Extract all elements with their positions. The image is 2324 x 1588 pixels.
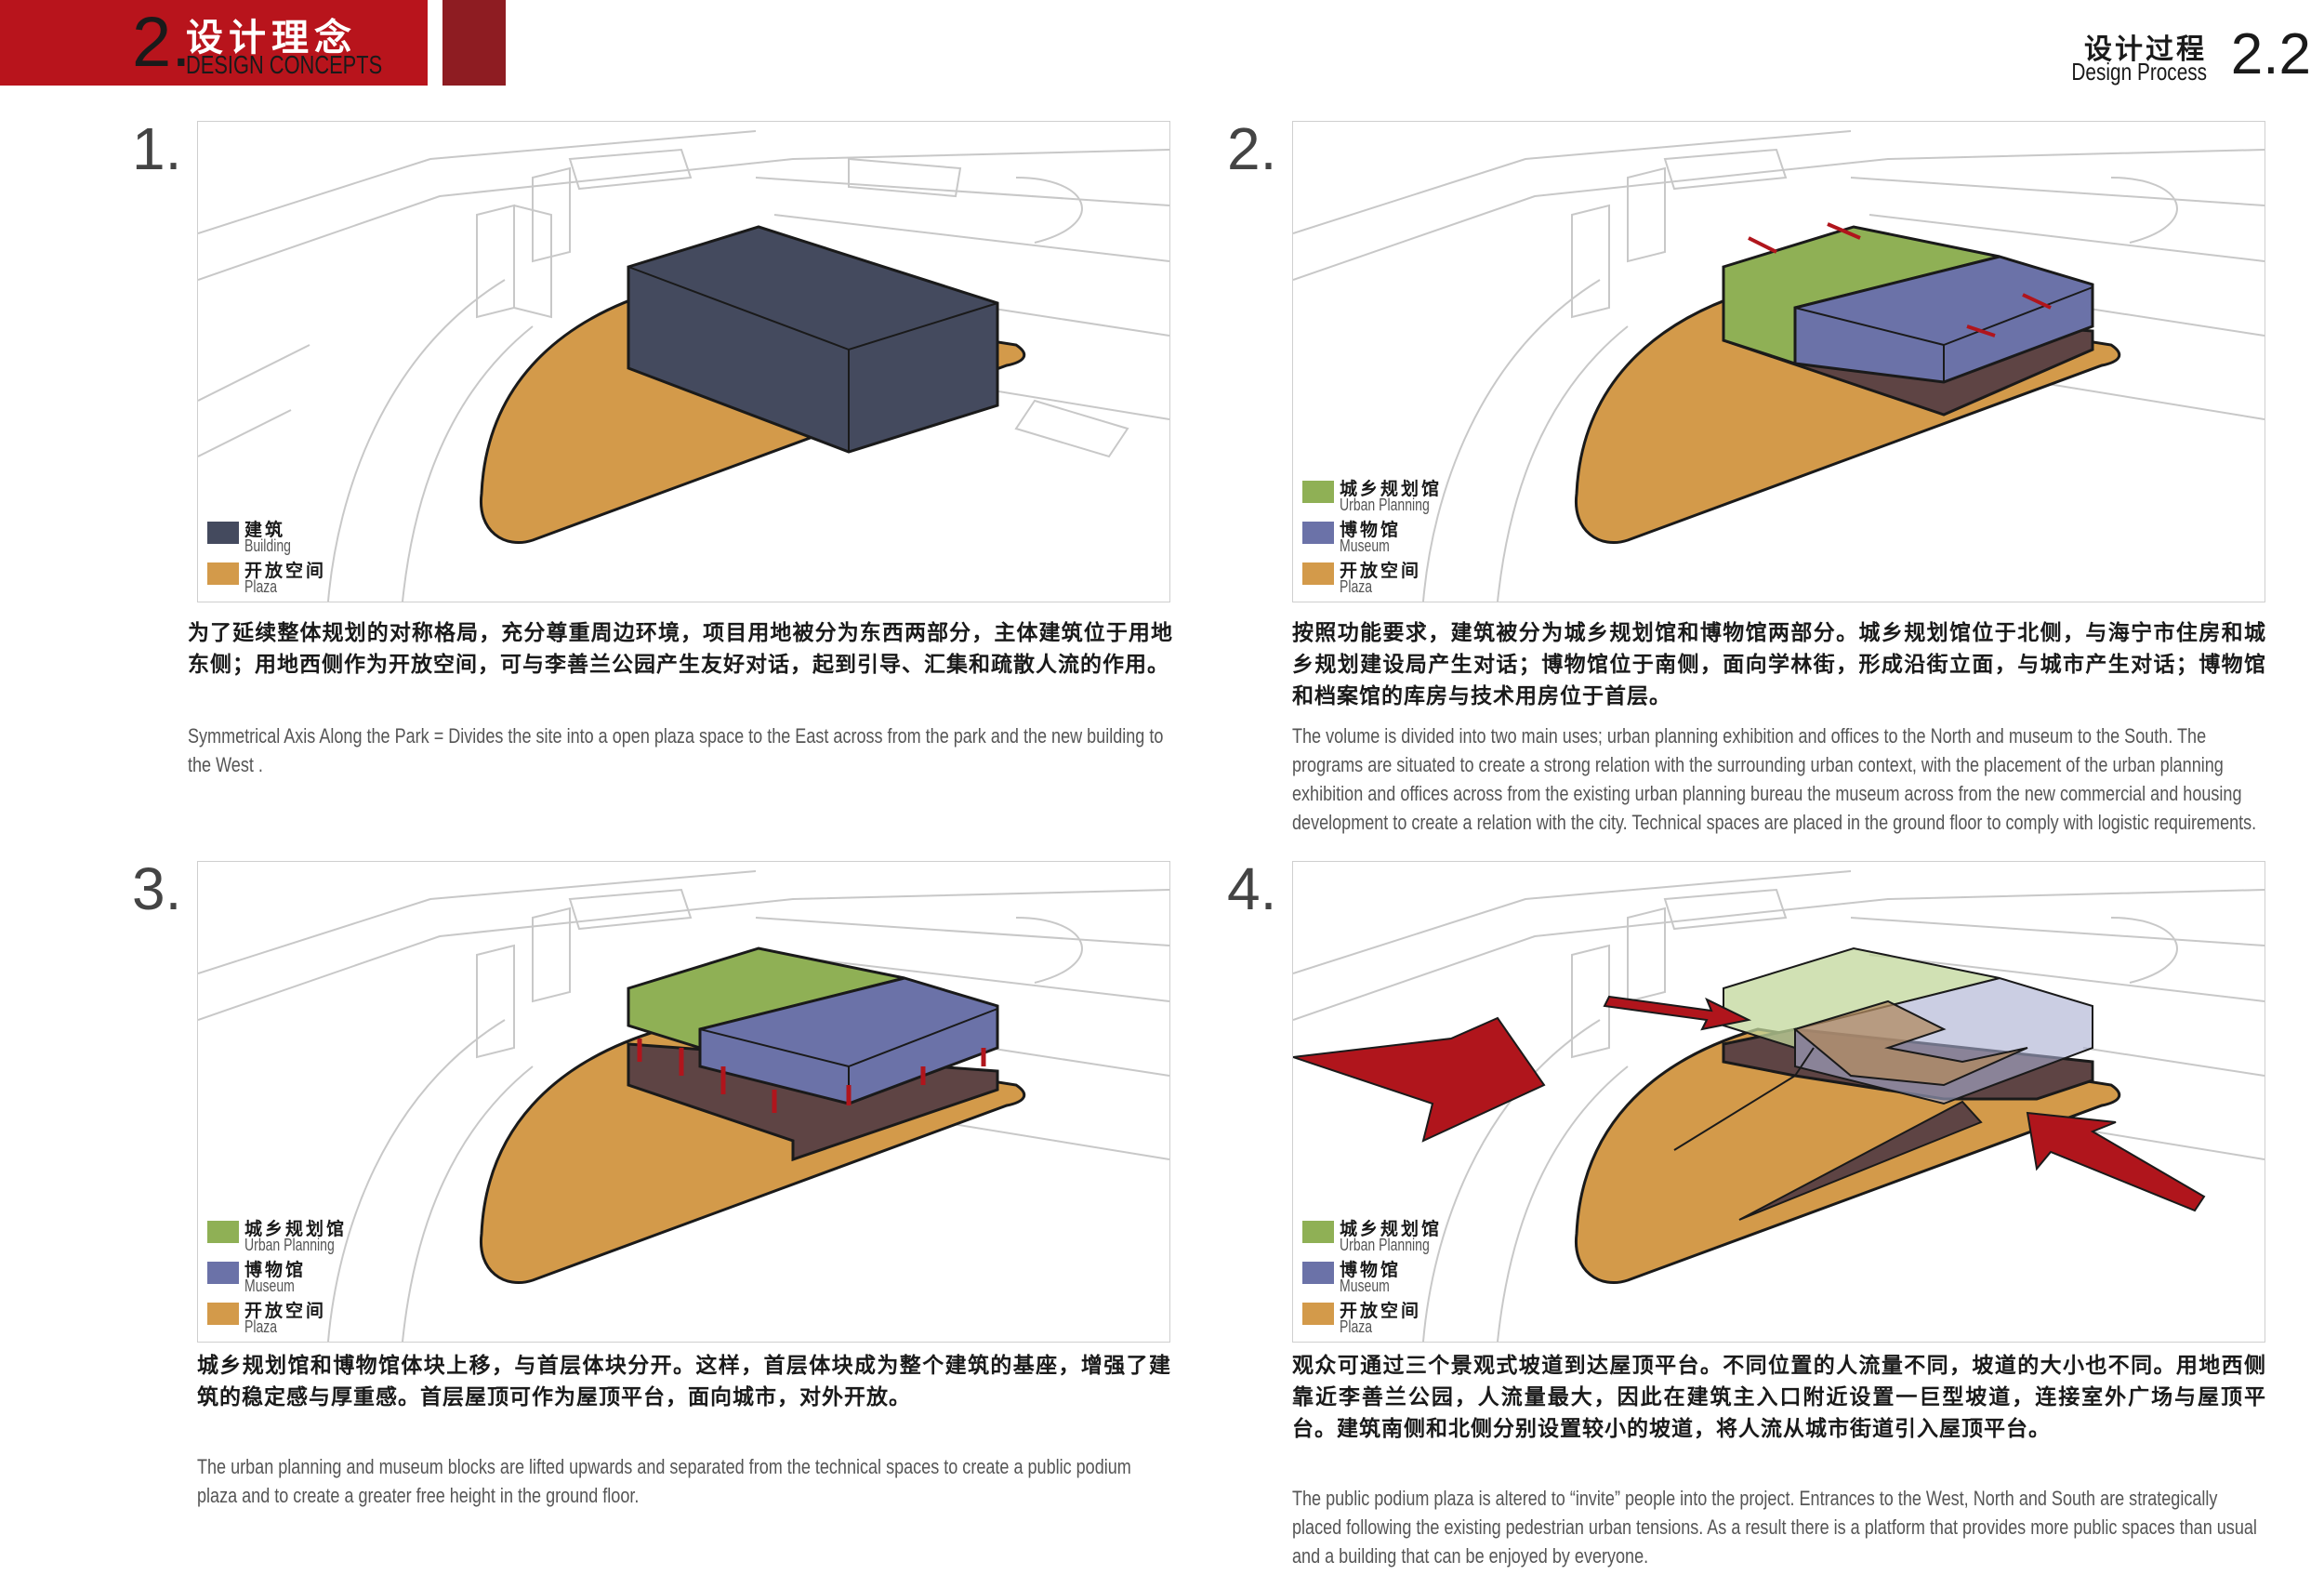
direction-arrows bbox=[1748, 222, 2052, 337]
process-title-cn: 设计过程 bbox=[2084, 33, 2207, 66]
legend-swatch bbox=[1302, 562, 1334, 585]
building-volume bbox=[627, 225, 999, 454]
panel-1-text-cn: 为了延续整体规划的对称格局，充分尊重周边环境，项目用地被分为东西两部分，主体建筑… bbox=[188, 621, 1173, 677]
legend-label-en: Museum bbox=[244, 1277, 295, 1295]
legend-label-cn: 城乡规划馆 bbox=[1340, 1219, 1443, 1239]
legend-swatch bbox=[1302, 481, 1334, 503]
header-bar bbox=[0, 0, 428, 86]
legend-swatch bbox=[1302, 1303, 1334, 1325]
arrow-south bbox=[2026, 1111, 2206, 1212]
legend-label-en: Museum bbox=[1340, 536, 1390, 555]
legend-label-en: Plaza bbox=[244, 577, 278, 596]
process-title-en: Design Process bbox=[2071, 58, 2207, 86]
panel-2-diagram: 城乡规划馆 Urban Planning 博物馆 Museum 开放空间 Pla… bbox=[1292, 121, 2265, 602]
arrow-north bbox=[1603, 995, 1752, 1031]
legend-swatch bbox=[1302, 1262, 1334, 1284]
panel-3-text-cn: 城乡规划馆和博物馆体块上移，与首层体块分开。这样，首层体块成为整个建筑的基座，增… bbox=[197, 1354, 1171, 1409]
section-number: 2. bbox=[132, 3, 191, 82]
legend-swatch bbox=[1302, 1221, 1334, 1243]
arrow-west bbox=[1293, 1016, 1546, 1143]
panel-4-diagram: 城乡规划馆 Urban Planning 博物馆 Museum 开放空间 Pla… bbox=[1292, 861, 2265, 1343]
legend-label-en: Plaza bbox=[1340, 577, 1373, 596]
museum-volume bbox=[1793, 255, 2094, 384]
legend-label-en: Building bbox=[244, 536, 291, 555]
legend-swatch bbox=[207, 562, 239, 585]
legend-label-en: Urban Planning bbox=[1340, 1236, 1430, 1254]
legend-swatch bbox=[1302, 522, 1334, 544]
panel-1-diagram: 建筑 Building 开放空间 Plaza bbox=[197, 121, 1170, 602]
panel-3-number: 3. bbox=[132, 855, 182, 922]
panel-4-svg bbox=[1293, 870, 2265, 1342]
lift-arrows bbox=[637, 1039, 986, 1113]
panel-4-text-cn: 观众可通过三个景观式坡道到达屋顶平台。不同位置的人流量不同，坡道的大小也不同。用… bbox=[1292, 1354, 2266, 1441]
legend-label-cn: 建筑 bbox=[244, 520, 286, 540]
legend-label-cn: 开放空间 bbox=[1340, 561, 1422, 581]
context-map bbox=[198, 870, 1169, 1342]
context-map bbox=[1293, 130, 2265, 602]
rooftop-platform bbox=[1792, 999, 2028, 1087]
process-number: 2.2 bbox=[2230, 22, 2311, 86]
legend-swatch bbox=[207, 522, 239, 544]
panel-3-diagram: 城乡规划馆 Urban Planning 博物馆 Museum 开放空间 Pla… bbox=[197, 861, 1170, 1343]
context-map bbox=[198, 130, 1169, 602]
panel-2-svg bbox=[1293, 130, 2265, 602]
legend-label-cn: 博物馆 bbox=[1340, 1260, 1402, 1280]
panel-4-text-en: The public podium plaza is altered to “i… bbox=[1292, 1487, 2257, 1568]
panel-2-text-en: The volume is divided into two main uses… bbox=[1292, 724, 2257, 834]
panel-3-svg bbox=[198, 870, 1169, 1342]
legend-label-en: Urban Planning bbox=[244, 1236, 335, 1254]
legend-label-cn: 城乡规划馆 bbox=[1340, 479, 1443, 499]
legend-swatch bbox=[207, 1262, 239, 1284]
legend-label-en: Plaza bbox=[244, 1317, 278, 1336]
legend-label-cn: 开放空间 bbox=[1340, 1301, 1422, 1321]
panel-2-text-cn: 按照功能要求，建筑被分为城乡规划馆和博物馆两部分。城乡规划馆位于北侧，与海宁市住… bbox=[1292, 621, 2266, 708]
legend-label-cn: 博物馆 bbox=[1340, 520, 1402, 540]
panel-1-text-en: Symmetrical Axis Along the Park = Divide… bbox=[188, 724, 1164, 776]
panel-4-number: 4. bbox=[1227, 855, 1277, 922]
legend-label-en: Plaza bbox=[1340, 1317, 1373, 1336]
legend-label-cn: 博物馆 bbox=[244, 1260, 307, 1280]
legend-label-cn: 开放空间 bbox=[244, 1301, 327, 1321]
panel-1-number: 1. bbox=[132, 115, 182, 182]
legend-label-cn: 开放空间 bbox=[244, 561, 327, 581]
legend-swatch bbox=[207, 1221, 239, 1243]
legend-swatch bbox=[207, 1303, 239, 1325]
panel-2-number: 2. bbox=[1227, 115, 1277, 182]
panel-1-svg bbox=[198, 130, 1169, 602]
legend-label-cn: 城乡规划馆 bbox=[244, 1219, 348, 1239]
section-title-en: DESIGN CONCEPTS bbox=[186, 50, 383, 79]
panel-3-text-en: The urban planning and museum blocks are… bbox=[197, 1455, 1131, 1507]
legend-label-en: Urban Planning bbox=[1340, 496, 1430, 514]
section-title-cn: 设计理念 bbox=[186, 17, 357, 60]
header-accent-bar bbox=[442, 0, 506, 86]
ramp-south bbox=[1738, 1100, 1983, 1221]
legend-label-en: Museum bbox=[1340, 1277, 1390, 1295]
